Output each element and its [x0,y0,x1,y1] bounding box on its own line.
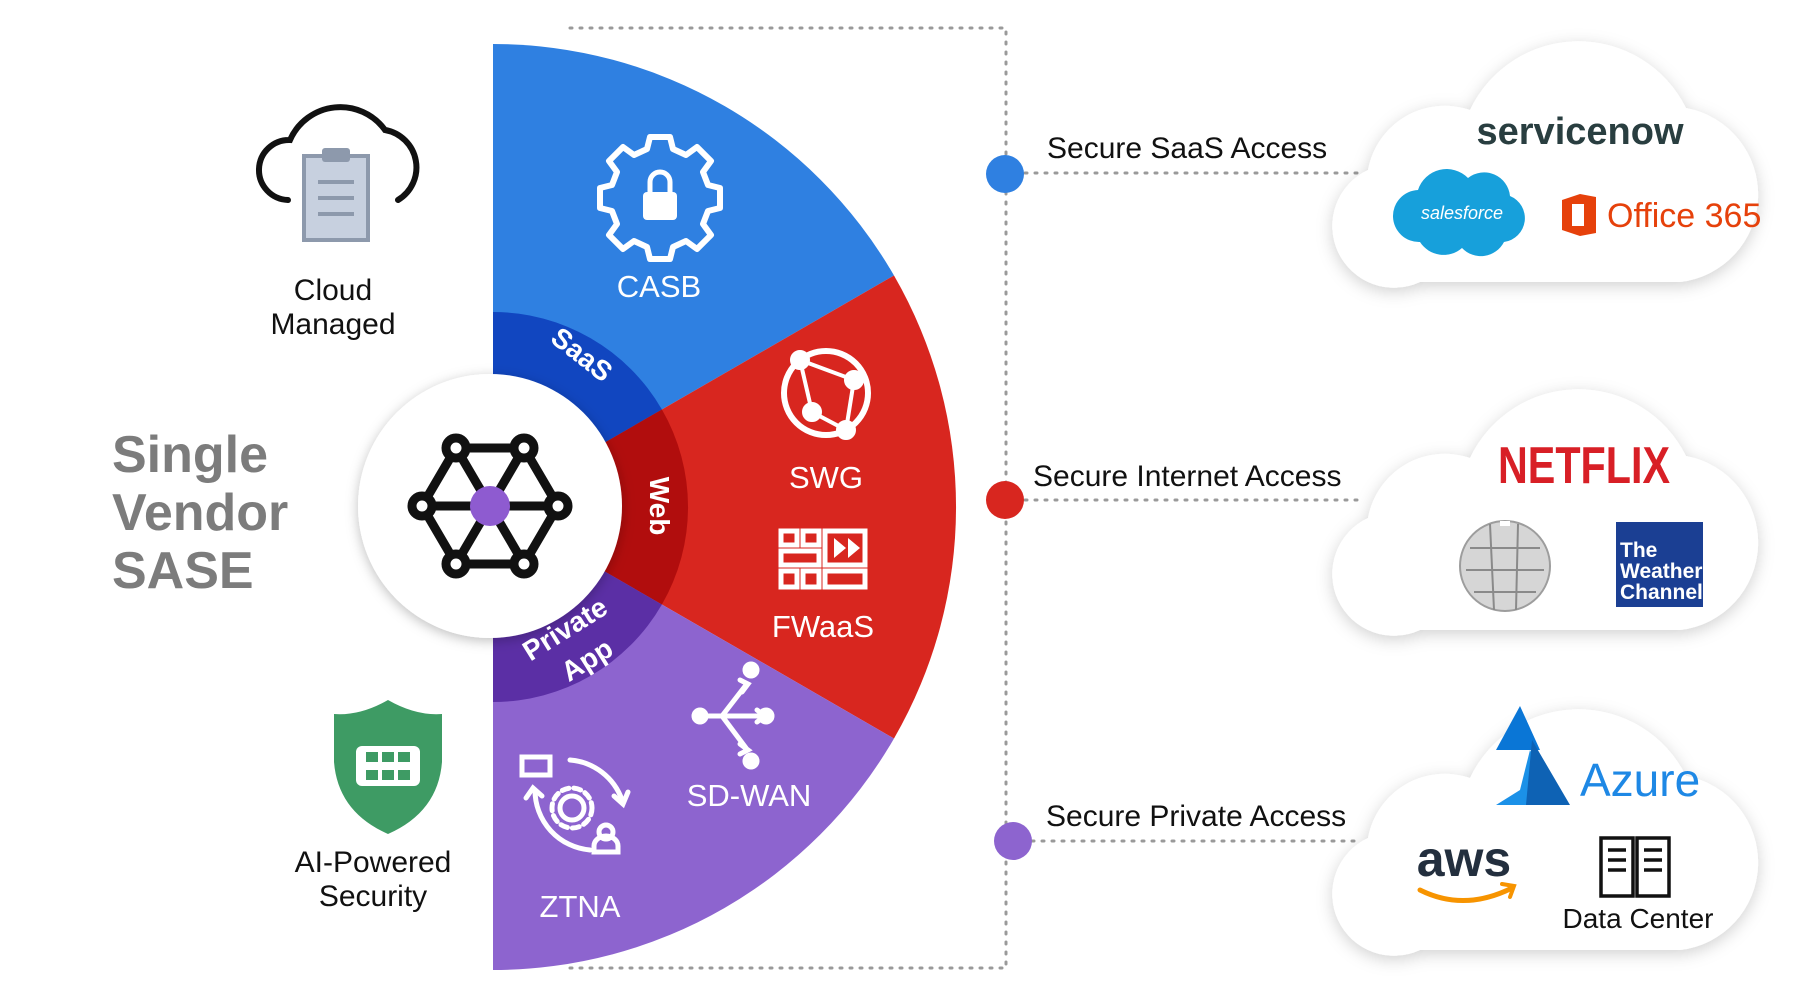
hub-center-dot [470,486,510,526]
netflix-logo: NETFLIX [1498,437,1670,495]
segment-label-ztna: ZTNA [540,889,621,924]
azure-logo: Azure [1496,706,1700,806]
segment-label-swg: SWG [789,460,863,495]
access-label-internet: Secure Internet Access [1033,460,1342,493]
access-label-private: Secure Private Access [1046,800,1346,833]
firewall-icon [778,528,868,590]
globe-icon [781,348,871,440]
cloud-private [1332,709,1759,956]
gear-lock-icon [597,134,723,262]
segment-label-casb: CASB [617,269,701,304]
svg-text:Azure: Azure [1580,754,1700,806]
dot-internet [986,481,1024,519]
segment-web [493,275,957,739]
ai-security-line1: AI-Powered [295,846,452,879]
title-line3: SASE [112,542,254,600]
svg-text:salesforce: salesforce [1421,203,1503,223]
title-line1: Single [112,426,268,484]
access-label-saas: Secure SaaS Access [1047,132,1327,165]
datacenter-label: Data Center [1563,903,1714,934]
ztna-user-gear-icon [519,754,631,855]
ai-security-line2: Security [319,880,427,913]
cloud-managed-line1: Cloud [294,274,372,307]
shield-icon [334,700,442,834]
title-line2: Vendor [112,484,288,542]
aws-logo: aws [1417,831,1517,903]
cloud-managed-line2: Managed [270,308,395,341]
cloud-saas [1332,41,1759,288]
ring-label-web: Web [644,477,675,536]
svg-text:The: The [1620,539,1657,562]
salesforce-logo: salesforce [1392,169,1525,257]
office365-logo: Office 365 [1562,194,1761,236]
server-rack-icon [1599,836,1671,898]
sdwan-branch-icon [691,661,775,770]
weather-channel-logo: The Weather Channel [1616,522,1703,607]
segment-label-fwaas: FWaaS [772,609,874,644]
network-hub-icon [407,433,573,579]
svg-text:aws: aws [1417,831,1512,887]
segment-label-sdwan: SD-WAN [687,778,812,813]
dot-saas [986,155,1024,193]
svg-text:Office 365: Office 365 [1607,197,1761,235]
svg-text:Channel: Channel [1620,581,1703,604]
wikipedia-globe-icon [1459,520,1551,612]
svg-text:Weather: Weather [1620,560,1702,583]
cloud-clipboard-icon [256,104,420,242]
servicenow-logo: servicenow [1477,111,1684,153]
dot-private [994,822,1032,860]
